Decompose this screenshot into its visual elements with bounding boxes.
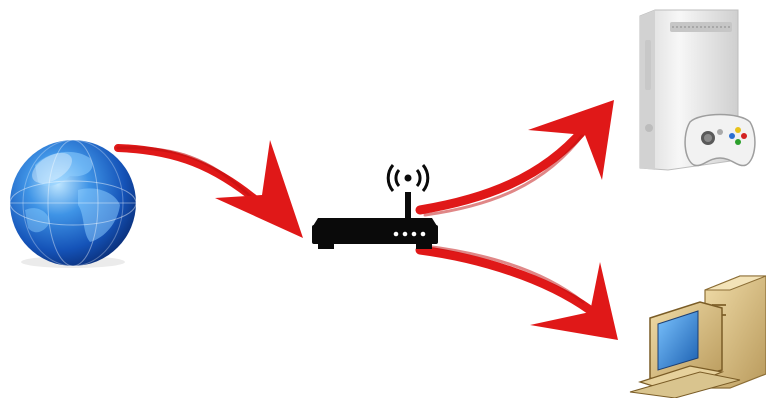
internet-to-router-arrow xyxy=(114,140,303,238)
desktop-computer-icon xyxy=(629,275,766,398)
router-to-computer-arrow xyxy=(415,244,618,340)
globe-icon xyxy=(9,139,137,268)
connection-arrows xyxy=(114,100,618,340)
game-controller-icon xyxy=(684,113,756,167)
router-to-console-arrow xyxy=(415,100,614,217)
wifi-router-icon xyxy=(312,164,438,249)
game-console-icon xyxy=(639,9,756,171)
